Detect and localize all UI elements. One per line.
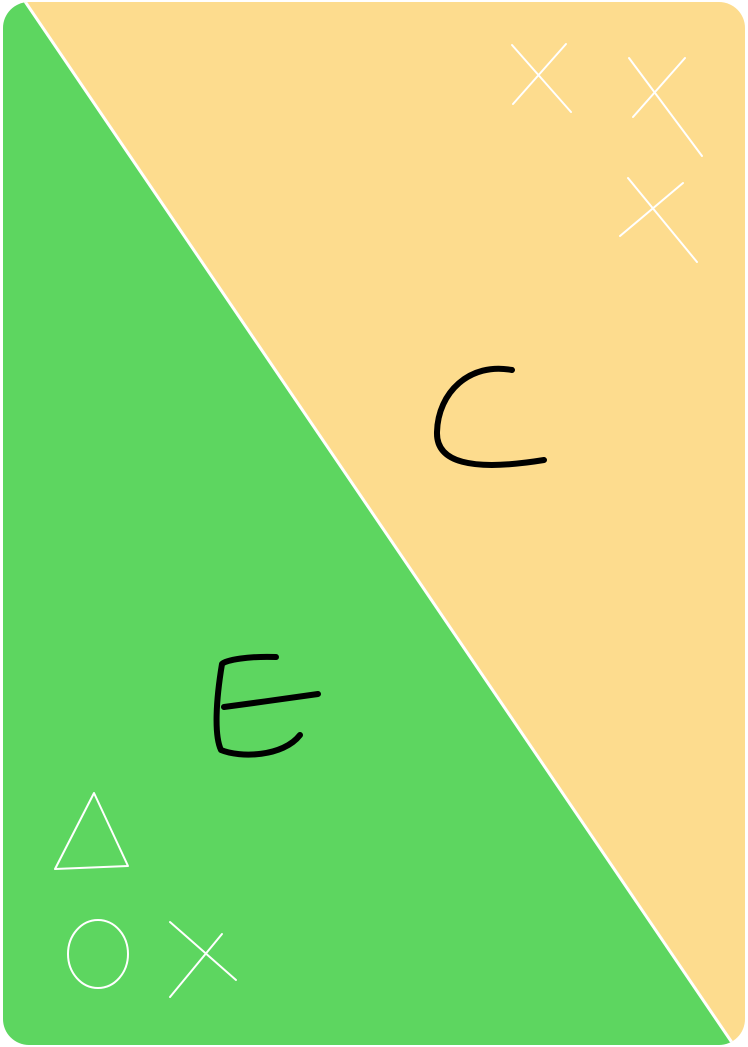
triangle-symbol — [54, 792, 129, 870]
circle-symbol — [67, 919, 129, 989]
letter-c-glyph — [433, 365, 547, 468]
top-region-symbols — [511, 43, 703, 263]
x-symbol — [169, 921, 237, 998]
x-symbol — [511, 43, 572, 113]
diagonal-divider — [22, 2, 737, 1045]
letter-e-glyph — [213, 653, 321, 758]
top-region — [24, 2, 745, 1045]
x-symbol — [619, 177, 698, 263]
x-symbol — [628, 57, 703, 157]
bottom-region-symbols — [54, 792, 237, 998]
